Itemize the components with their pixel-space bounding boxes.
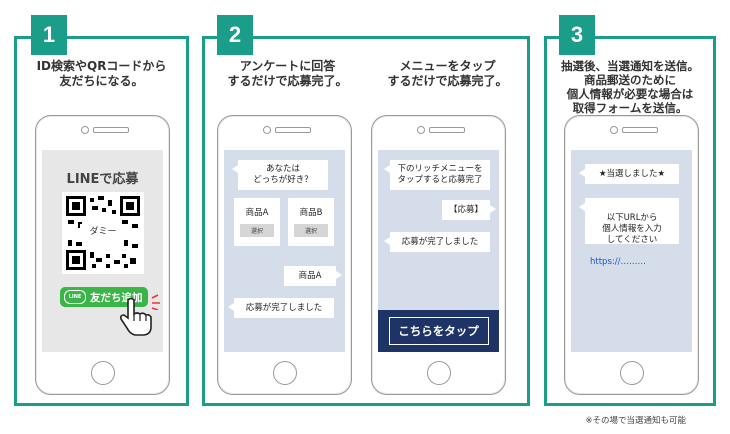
step-3-panel: 3 抽選後、当選通知を送信。 商品郵送のために 個人情報が必要な場合は 取得フォ… bbox=[544, 15, 716, 406]
answer-bubble: 商品A bbox=[284, 266, 342, 286]
step-1-caption: ID検索やQRコードから 友だちになる。 bbox=[36, 59, 167, 88]
step-3-caption: 抽選後、当選通知を送信。 商品郵送のために 個人情報が必要な場合は 取得フォーム… bbox=[561, 59, 699, 115]
line-logo-icon: LINE bbox=[64, 290, 86, 304]
step-2-caption-menu: メニューをタップ するだけで応募完了。 bbox=[387, 59, 508, 88]
product-a-name: 商品A bbox=[245, 208, 269, 218]
phone-screen: 下のリッチメニューを タップすると応募完了 【応募】 応募が完了しました こちら… bbox=[378, 150, 499, 352]
info-form-url-link[interactable]: https://……… bbox=[590, 257, 646, 267]
phone-mockup-rich-menu: 下のリッチメニューを タップすると応募完了 【応募】 応募が完了しました こちら… bbox=[371, 115, 506, 395]
phone-mockup-survey: あなたは どっちが好き？ 商品A 選択 商品B 選択 商品A 応募が完了しました bbox=[217, 115, 352, 395]
home-button[interactable] bbox=[90, 361, 115, 385]
step-3-badge: 3 bbox=[559, 15, 595, 55]
camera-icon bbox=[416, 126, 425, 134]
camera-icon bbox=[80, 126, 89, 134]
speaker-icon bbox=[92, 127, 129, 133]
apply-done-bubble: 応募が完了しました bbox=[228, 298, 334, 318]
phone-screen: LINEで応募 ダミー bbox=[42, 150, 163, 352]
product-b-select-button[interactable]: 選択 bbox=[294, 224, 328, 237]
camera-icon bbox=[262, 126, 271, 134]
footnote: ※その場で当選通知も可能 bbox=[585, 416, 686, 426]
home-button[interactable] bbox=[426, 361, 451, 385]
step-1-badge: 1 bbox=[31, 15, 67, 55]
qr-code[interactable]: ダミー bbox=[62, 192, 144, 274]
phone-screen: ★当選しました★ 以下URLから 個人情報を入力 してください https://… bbox=[571, 150, 692, 352]
apply-message-bubble: 【応募】 bbox=[442, 200, 496, 220]
instruction-bubble: 下のリッチメニューを タップすると応募完了 bbox=[384, 160, 490, 190]
speaker-icon bbox=[274, 127, 311, 133]
product-b-card[interactable]: 商品B 選択 bbox=[288, 198, 334, 246]
phone-screen: あなたは どっちが好き？ 商品A 選択 商品B 選択 商品A 応募が完了しました bbox=[224, 150, 345, 352]
phone-mockup-1: LINEで応募 ダミー bbox=[35, 115, 170, 395]
rich-menu-button[interactable]: こちらをタップ bbox=[378, 310, 499, 352]
home-button[interactable] bbox=[272, 361, 297, 385]
home-button[interactable] bbox=[619, 361, 644, 385]
tap-lines-icon bbox=[151, 294, 160, 310]
survey-question-bubble: あなたは どっちが好き？ bbox=[232, 160, 328, 190]
hand-pointer-icon bbox=[120, 297, 152, 336]
rich-menu-label: こちらをタップ bbox=[388, 317, 489, 345]
apply-done-bubble: 応募が完了しました bbox=[384, 232, 490, 252]
product-a-card[interactable]: 商品A 選択 bbox=[234, 198, 280, 246]
step-2-caption-survey: アンケートに回答 するだけで応募完了。 bbox=[227, 59, 348, 88]
step-2-panel: 2 アンケートに回答 するだけで応募完了。 メニューをタップ するだけで応募完了… bbox=[202, 15, 530, 406]
step-1-panel: 1 ID検索やQRコードから 友だちになる。 LINEで応募 bbox=[14, 15, 189, 406]
info-form-bubble: 以下URLから 個人情報を入力 してください https://……… bbox=[579, 198, 679, 267]
qr-dummy-label: ダミー bbox=[80, 224, 126, 240]
speaker-icon bbox=[621, 127, 658, 133]
product-b-name: 商品B bbox=[299, 208, 323, 218]
phone-mockup-3: ★当選しました★ 以下URLから 個人情報を入力 してください https://… bbox=[564, 115, 699, 395]
camera-icon bbox=[609, 126, 618, 134]
product-a-select-button[interactable]: 選択 bbox=[240, 224, 274, 237]
speaker-icon bbox=[428, 127, 465, 133]
line-apply-title: LINEで応募 bbox=[66, 172, 139, 187]
win-notice-bubble: ★当選しました★ bbox=[579, 164, 679, 184]
step-2-badge: 2 bbox=[217, 15, 253, 55]
info-form-text: 以下URLから 個人情報を入力 してください bbox=[602, 213, 662, 245]
